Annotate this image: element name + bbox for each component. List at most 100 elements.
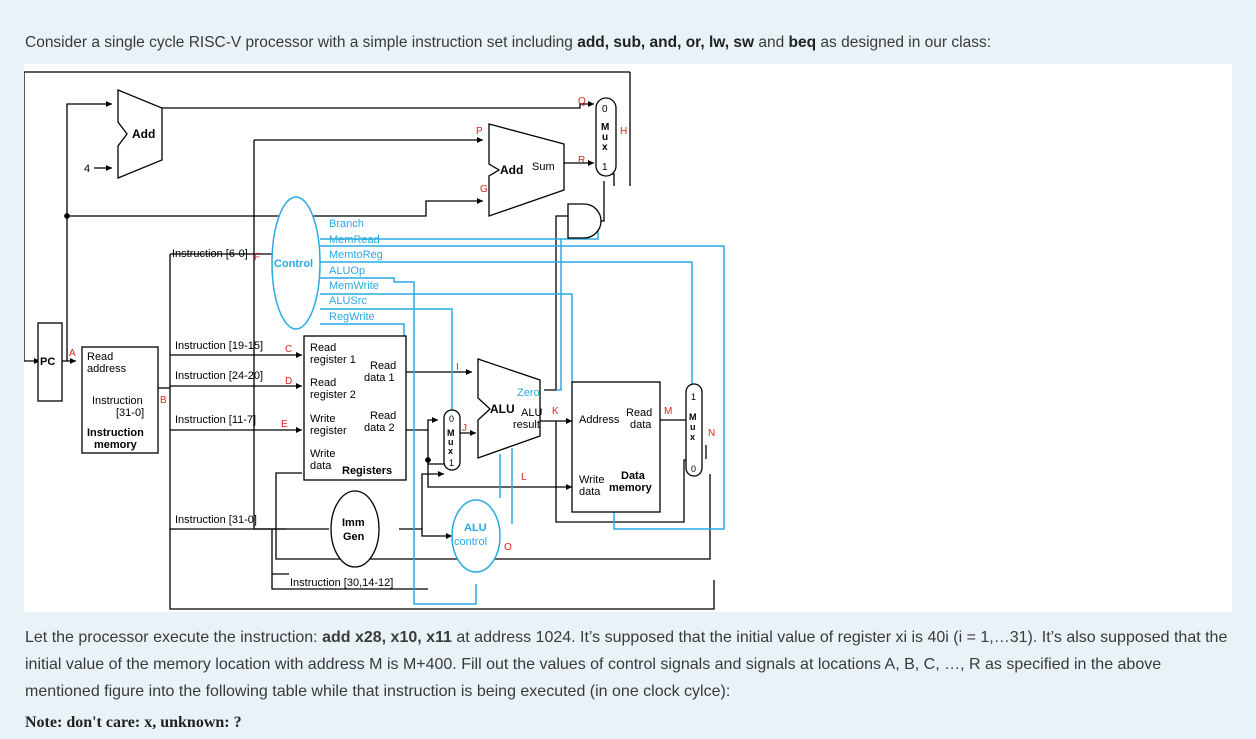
point-b: B [160, 395, 167, 406]
memtoreg-mux-u: u [690, 422, 696, 432]
imm-gen-label-2: Gen [343, 531, 365, 543]
address-label: Address [579, 414, 620, 426]
paragraph-instruction: add x28, x10, x11 [322, 629, 452, 646]
read-register-2-a: Read [310, 377, 336, 389]
data-memory-label-2: memory [609, 482, 653, 494]
pc-register [37, 322, 63, 402]
alu-label: ALU [490, 402, 515, 416]
read-address-label-2: address [87, 363, 127, 375]
point-m: M [664, 406, 672, 417]
read-register-1-b: register 1 [310, 354, 356, 366]
memtoreg-mux-x: x [690, 432, 695, 442]
memtoreg-mux [685, 383, 703, 477]
control-wires [320, 229, 725, 605]
pc-mux-0: 0 [602, 104, 608, 115]
point-o: O [504, 542, 512, 553]
constant-four: 4 [84, 163, 90, 175]
alusrc-mux [443, 409, 461, 471]
point-n: N [708, 428, 715, 439]
write-register-a: Write [310, 413, 335, 425]
register-file [303, 335, 407, 481]
point-p: P [476, 126, 483, 137]
alu-control-label-1: ALU [464, 522, 487, 534]
point-a: A [69, 348, 76, 359]
alu-result-label-1: ALU [521, 407, 542, 419]
alusrc-mux-x: x [448, 446, 453, 456]
write-data-b: data [310, 460, 332, 472]
instruction-memory [81, 346, 159, 454]
read-data-1-a: Read [370, 360, 396, 372]
memtoreg-mux-0: 0 [691, 464, 696, 474]
signal-memtoreg: MemtoReg [329, 249, 383, 261]
instruction-memory-label-1: Instruction [87, 427, 144, 439]
control-unit [271, 196, 321, 330]
read-register-2-b: register 2 [310, 389, 356, 401]
point-l: L [521, 472, 527, 483]
signal-alusrc: ALUSrc [329, 295, 367, 307]
registers-label: Registers [342, 465, 392, 477]
point-e: E [281, 419, 288, 430]
field-rs1: Instruction [19-15] [175, 340, 263, 352]
pc-adder [117, 89, 163, 179]
pc-mux [595, 97, 617, 177]
point-c: C [285, 344, 292, 355]
note-text: Note: don't care: x, unknown: ? [25, 714, 242, 731]
paragraph-part-1: Let the processor execute the instructio… [25, 629, 323, 646]
alusrc-mux-u: u [448, 437, 454, 447]
read-address-label-1: Read [87, 351, 113, 363]
signal-memwrite: MemWrite [329, 280, 379, 292]
pc-mux-u: u [602, 132, 608, 143]
signal-branch: Branch [329, 218, 364, 230]
mem-write-data-label-1: Write [579, 474, 604, 486]
read-data-label-2: data [630, 419, 652, 431]
field-rs2: Instruction [24-20] [175, 370, 263, 382]
point-d: D [285, 376, 292, 387]
instruction-memory-label-2: memory [94, 439, 138, 451]
read-register-1-a: Read [310, 342, 336, 354]
point-j: J [462, 423, 467, 434]
data-memory [571, 381, 661, 513]
point-k: K [552, 406, 559, 417]
intro-conj: and [754, 34, 789, 51]
signal-memread: MemRead [329, 234, 380, 246]
imm-gen [330, 490, 380, 568]
pc-adder-label: Add [132, 127, 155, 141]
intro-text: Consider a single cycle RISC-V processor… [25, 34, 991, 52]
field-imm: Instruction [31-0] [175, 514, 257, 526]
instruction-out-label-2: [31-0] [116, 407, 144, 419]
point-h: H [620, 126, 627, 137]
mem-write-data-label-2: data [579, 486, 601, 498]
control-signal-labels: Branch MemRead MemtoReg ALUOp MemWrite A… [329, 218, 383, 323]
instruction-out-label-1: Instruction [92, 395, 143, 407]
read-data-2-a: Read [370, 410, 396, 422]
point-labels: A B C D E F G H I J K L M N O P Q R [69, 96, 715, 553]
intro-instruction-list: add, sub, and, or, lw, sw [577, 34, 755, 51]
signal-regwrite: RegWrite [329, 311, 375, 323]
alu-control-label-2: control [454, 536, 487, 548]
point-i: I [456, 362, 459, 373]
intro-suffix: as designed in our class: [816, 34, 991, 51]
read-data-2-b: data 2 [364, 422, 395, 434]
data-memory-label-1: Data [621, 470, 646, 482]
branch-and-gate [567, 203, 602, 239]
alu-result-label-2: result [513, 419, 540, 431]
read-data-label-1: Read [626, 407, 652, 419]
branch-adder-label: Add [500, 163, 523, 177]
pc-label: PC [40, 356, 55, 368]
datapath-wires [24, 71, 715, 610]
paragraph-part-2: at address 1024. It’s supposed that the … [25, 629, 1228, 700]
write-register-b: register [310, 425, 347, 437]
pc-mux-1: 1 [602, 162, 608, 173]
point-r: R [578, 155, 585, 166]
datapath-figure: Add 4 PC Read address Instruction [31-0]… [24, 64, 1232, 612]
alu-control-unit [451, 499, 501, 573]
sum-label: Sum [532, 161, 555, 173]
point-f: F [254, 252, 260, 263]
pc-mux-m: M [601, 122, 609, 133]
memtoreg-mux-m: M [689, 412, 697, 422]
alusrc-mux-0: 0 [449, 414, 454, 424]
point-g: G [480, 184, 488, 195]
read-data-1-b: data 1 [364, 372, 395, 384]
memtoreg-mux-1: 1 [691, 392, 696, 402]
alusrc-mux-1: 1 [449, 458, 454, 468]
